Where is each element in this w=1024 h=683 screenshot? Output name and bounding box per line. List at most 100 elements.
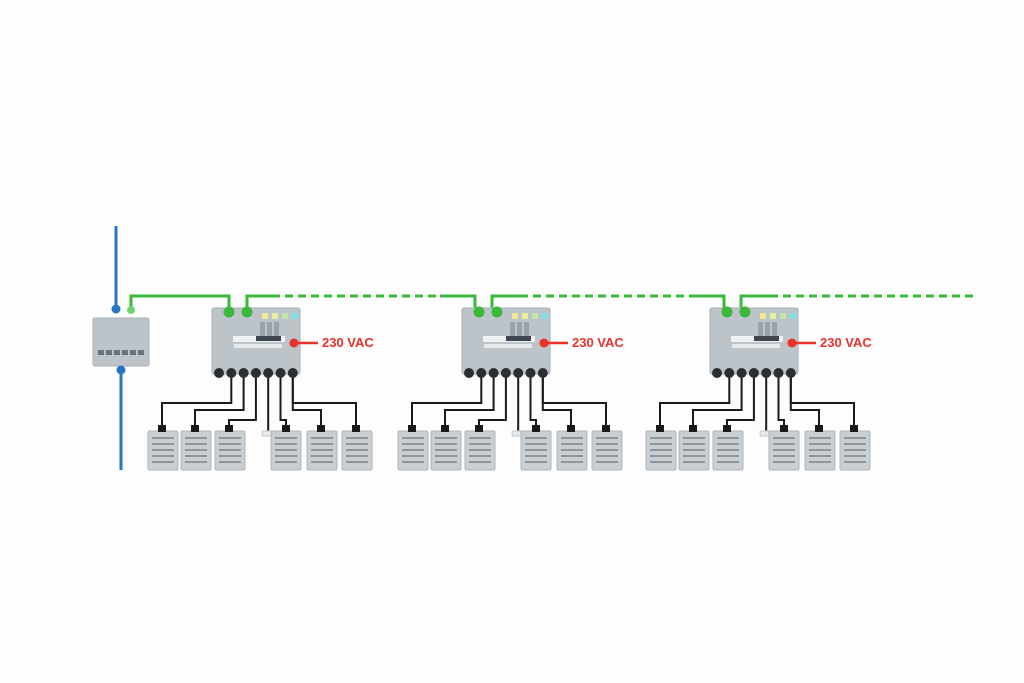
io-port [476,368,487,378]
bus-port-in [721,306,733,318]
device-vent [435,455,457,457]
device-cable [777,372,785,428]
status-led [780,313,786,319]
device-vent [525,443,547,445]
power-label: 230 VAC [820,335,872,350]
device-vent [219,461,241,463]
io-port [748,368,759,378]
device-vent [402,449,424,451]
device-vent [402,461,424,463]
device-vent [596,449,618,451]
device-vent [346,461,368,463]
device-vent [525,449,547,451]
module-slot [260,322,265,336]
device-vent [844,449,866,451]
device-connector [158,425,166,432]
device-vent [435,449,457,451]
device-connector [815,425,823,432]
label-strip [234,344,282,348]
io-port [263,368,274,378]
switch-port [130,350,136,355]
bus-port-out [241,306,253,318]
device-vent [346,443,368,445]
device-vent [185,449,207,451]
bus-port-in [223,306,235,318]
device-vent [525,461,547,463]
device-vent [809,461,831,463]
io-port [238,368,249,378]
device-vent [152,449,174,451]
device-vent [219,449,241,451]
status-led [532,313,538,319]
device-vent [596,461,618,463]
device-vent [402,455,424,457]
device-vent [435,437,457,439]
io-port [250,368,261,378]
device-vent [844,461,866,463]
io-port [513,368,524,378]
device-vent [650,455,672,457]
module-slot [758,322,763,336]
device-vent [469,455,491,457]
uplink-port-top [111,304,121,314]
io-port [773,368,784,378]
status-led [542,313,548,319]
controller-group: 230 VAC [645,306,872,471]
io-port [736,368,747,378]
device-vent [844,443,866,445]
io-port [275,368,286,378]
device-vent [809,449,831,451]
device-vent [152,455,174,457]
device-vent [435,461,457,463]
device-vent [311,443,333,445]
io-port [537,368,548,378]
bus-cable-segment [695,294,770,312]
status-led [522,313,528,319]
device-vent [809,437,831,439]
device-vent [717,449,739,451]
power-label: 230 VAC [572,335,624,350]
device-vent [185,443,207,445]
device-vent [185,437,207,439]
device-connector [191,425,199,432]
display-panel [506,336,531,341]
switch-port [106,350,112,355]
device-vent [561,443,583,445]
controller-group: 230 VAC [397,306,624,471]
device-vent [275,437,297,439]
device-vent [650,443,672,445]
device-connector [475,425,483,432]
module-slot [267,322,272,336]
label-strip [732,344,780,348]
device-vent [773,437,795,439]
device-vent [219,443,241,445]
device-vent [469,443,491,445]
status-led [262,313,268,319]
device-vent [152,437,174,439]
uplink-port-bottom [116,365,126,375]
device-vent [561,461,583,463]
device-vent [275,443,297,445]
device-vent [525,455,547,457]
device-vent [717,455,739,457]
device-vent [596,437,618,439]
module-slot [510,322,515,336]
device-connector [567,425,575,432]
device-cable [529,372,537,428]
device-vent [346,455,368,457]
module-slot [524,322,529,336]
device-vent [683,437,705,439]
device-vent [561,449,583,451]
io-port [724,368,735,378]
io-port [712,368,722,378]
status-led [760,313,766,319]
device-vent [311,437,333,439]
io-port [761,368,772,378]
device-vent [275,455,297,457]
module-slot [772,322,777,336]
device-vent [650,449,672,451]
device-connector [689,425,697,432]
device-connector [780,425,788,432]
device-vent [717,461,739,463]
